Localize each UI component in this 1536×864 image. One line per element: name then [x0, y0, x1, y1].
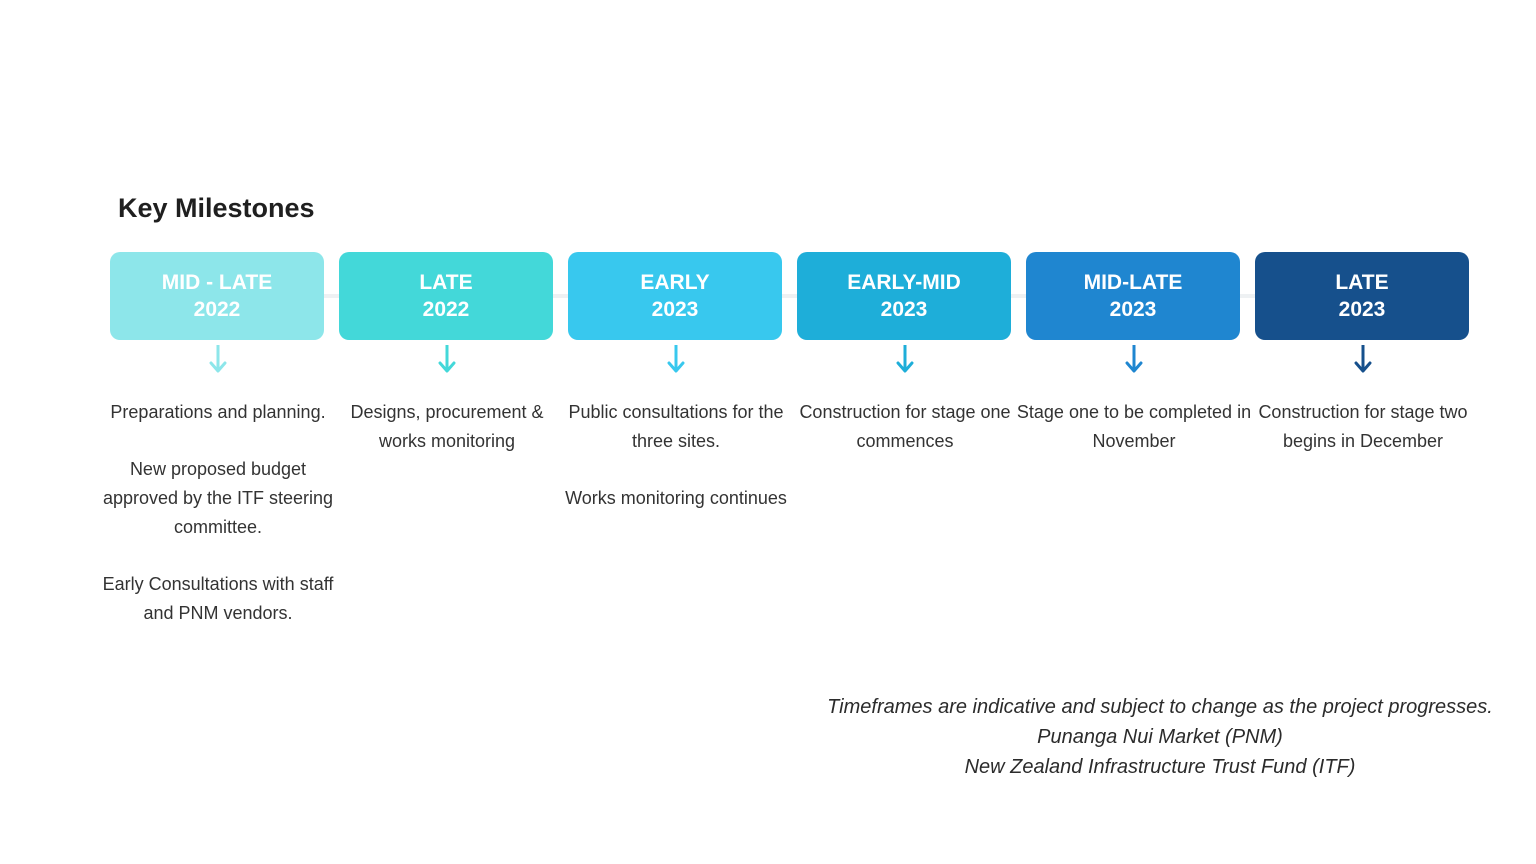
page-title: Key Milestones [118, 193, 315, 223]
arrow-down-icon [667, 345, 685, 373]
milestone-description: Designs, procurement & works monitoring [329, 398, 565, 456]
milestone-period: LATE [419, 271, 473, 294]
milestone-period: MID - LATE [161, 271, 273, 294]
milestone-4: EARLY-MID 2023 Construction for stage on… [797, 252, 1013, 451]
arrow-down-icon [209, 345, 227, 373]
milestone-box: MID-LATE 2023 [1026, 252, 1240, 340]
timeline-connector [230, 294, 1360, 298]
milestone-box: EARLY-MID 2023 [797, 252, 1011, 340]
milestone-description: Construction for stage two begins in Dec… [1245, 398, 1481, 456]
description-paragraph: Public consultations for the three sites… [568, 402, 784, 451]
description-paragraph: Works monitoring continues [565, 488, 787, 508]
arrow-down-icon [1354, 345, 1372, 373]
milestone-year: 2023 [651, 298, 699, 321]
description-paragraph: Construction for stage one commences [799, 402, 1011, 451]
footnote-disclaimer: Timeframes are indicative and subject to… [827, 696, 1493, 718]
milestone-box: LATE 2022 [339, 252, 553, 340]
milestone-period: LATE [1335, 271, 1389, 294]
milestone-year: 2023 [1338, 298, 1386, 321]
milestone-description: Construction for stage one commences [787, 398, 1023, 456]
arrow-down-icon [1125, 345, 1143, 373]
milestone-year: 2023 [1109, 298, 1157, 321]
milestone-5: MID-LATE 2023 Stage one to be completed … [1017, 252, 1251, 451]
milestone-description: Preparations and planning. New proposed … [100, 398, 336, 628]
milestone-period: MID-LATE [1083, 271, 1183, 294]
milestone-year: 2023 [880, 298, 928, 321]
description-paragraph: Early Consultations with staff and PNM v… [102, 574, 334, 623]
description-paragraph: Preparations and planning. [110, 402, 326, 422]
description-paragraph: Designs, procurement & works monitoring [350, 402, 544, 451]
footnote-pnm: Punanga Nui Market (PNM) [1037, 726, 1283, 748]
arrow-down-icon [438, 345, 456, 373]
milestone-period: EARLY [640, 271, 710, 294]
milestone-3: EARLY 2023 Public consultations for the … [565, 252, 787, 508]
milestone-year: 2022 [193, 298, 241, 321]
milestone-2: LATE 2022 Designs, procurement & works m… [339, 252, 555, 451]
milestone-period: EARLY-MID [847, 271, 961, 294]
milestone-description: Public consultations for the three sites… [558, 398, 794, 513]
milestone-box: MID - LATE 2022 [110, 252, 324, 340]
description-paragraph: Construction for stage two begins in Dec… [1258, 402, 1468, 451]
footnotes: Timeframes are indicative and subject to… [790, 692, 1530, 782]
description-paragraph: Stage one to be completed in November [1016, 402, 1252, 451]
milestone-description: Stage one to be completed in November [1016, 398, 1252, 456]
footnote-itf: New Zealand Infrastructure Trust Fund (I… [964, 756, 1356, 778]
description-paragraph: New proposed budget approved by the ITF … [102, 459, 334, 537]
milestone-1: MID - LATE 2022 Preparations and plannin… [103, 252, 333, 623]
milestone-box: EARLY 2023 [568, 252, 782, 340]
milestone-box: LATE 2023 [1255, 252, 1469, 340]
milestone-year: 2022 [422, 298, 470, 321]
arrow-down-icon [896, 345, 914, 373]
milestone-6: LATE 2023 Construction for stage two beg… [1255, 252, 1471, 451]
